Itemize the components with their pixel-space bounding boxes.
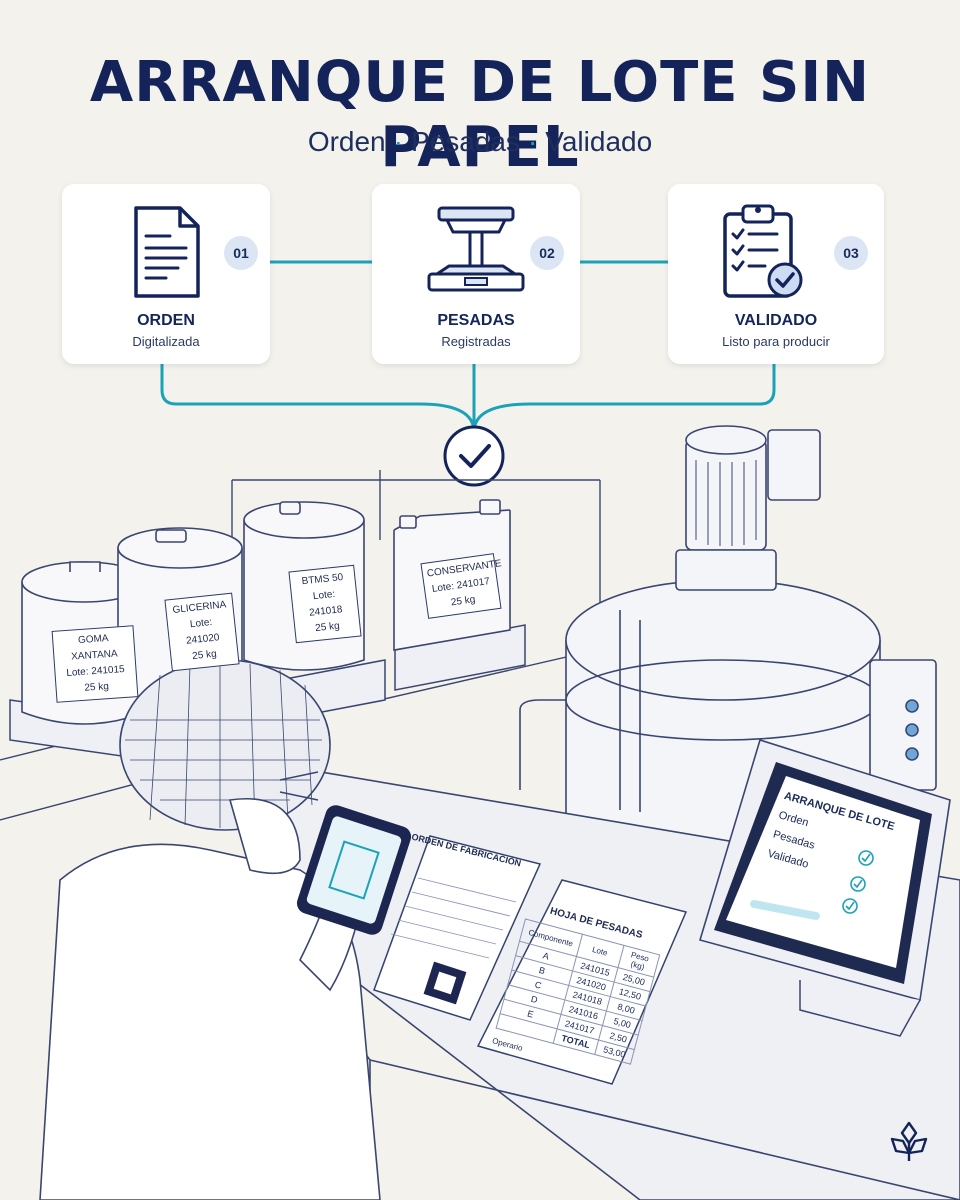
page-subtitle: Orden·Pesadas·Validado: [307, 126, 653, 157]
drum-name: GOMA XANTANA: [70, 633, 118, 663]
weights-sheet: [476, 879, 688, 1085]
step-number-badge: 03: [834, 236, 868, 270]
brand-logo-icon: [886, 1119, 932, 1170]
step-sublabel: Listo para producir: [722, 334, 830, 349]
subtitle-item-orden: Orden: [307, 126, 386, 157]
drum-label: GLICERINA Lote: 241020 25 kg: [164, 592, 240, 672]
drum-label: BTMS 50 Lote: 241018 25 kg: [288, 564, 362, 644]
subtitle-item-validado: Validado: [545, 126, 653, 157]
subtitle-item-pesadas: Pesadas: [410, 126, 520, 157]
order-sheet: [373, 835, 542, 1021]
step-number-badge: 01: [224, 236, 258, 270]
step-card-pesadas: 02 PESADAS Registradas: [372, 184, 580, 364]
scale-icon: [421, 204, 531, 305]
clipboard-check-icon: [713, 202, 813, 307]
step-card-orden: 01 ORDEN Digitalizada: [62, 184, 270, 364]
validation-check-icon: [443, 425, 505, 487]
drum-label: CONSERVANTE Lote: 241017 25 kg: [420, 553, 502, 619]
phone-scanner-icon: [296, 805, 412, 935]
step-label: PESADAS: [437, 312, 515, 329]
document-icon: [126, 202, 206, 307]
drum-label: GOMA XANTANA Lote: 241015 25 kg: [51, 625, 139, 703]
step-card-validado: 03 VALIDADO Listo para producir: [668, 184, 884, 364]
step-sublabel: Registradas: [441, 334, 511, 349]
step-label: ORDEN: [137, 312, 195, 329]
step-number-badge: 02: [530, 236, 564, 270]
step-label: VALIDADO: [734, 312, 818, 329]
step-sublabel: Digitalizada: [132, 334, 200, 349]
terminal-device: [698, 738, 951, 1037]
flow-connectors: [160, 260, 776, 487]
page-title: ARRANQUE DE LOTE SIN PAPEL: [89, 50, 871, 180]
